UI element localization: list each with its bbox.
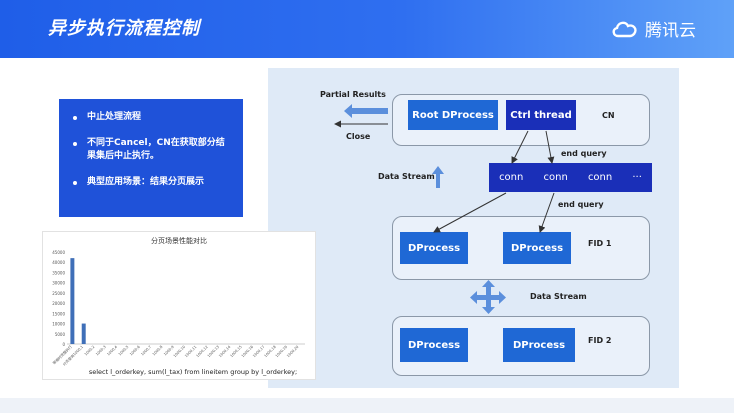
- cloud-icon: [612, 21, 637, 37]
- dprocess-node: DProcess: [400, 328, 468, 362]
- ctrl-to-conn-arrow: [511, 130, 529, 164]
- x-tick-label: 1000,4: [106, 344, 118, 356]
- y-tick-label: 10000: [52, 322, 65, 327]
- conn-bar: conn conn conn ···: [489, 163, 652, 192]
- y-tick-label: 20000: [52, 301, 65, 306]
- bullet-text: 不同于Cancel，CN在获取部分结果集后中止执行。: [87, 138, 225, 161]
- ctrl-thread-node: Ctrl thread: [506, 100, 576, 130]
- y-tick-label: 35000: [52, 270, 65, 275]
- x-tick-label: 1000,5: [118, 345, 130, 357]
- bullet-dot-icon: [73, 142, 77, 146]
- x-tick-label: 1000,3: [95, 345, 107, 357]
- conn-item: conn: [543, 172, 568, 183]
- dprocess-node: DProcess: [503, 328, 575, 362]
- conn-item: ···: [632, 172, 642, 183]
- bullet-item: 典型应用场景：结果分页展示: [73, 176, 233, 189]
- bullet-text: 典型应用场景：结果分页展示: [87, 177, 205, 187]
- y-tick-label: 25000: [52, 291, 65, 296]
- end-query-label: end query: [561, 149, 607, 158]
- y-tick-label: 30000: [52, 281, 65, 286]
- performance-chart: 分页场景性能对比 45000 40000 35000 30000 25000 20000 1…: [42, 231, 316, 380]
- ctrl-to-conn-arrow: [545, 130, 555, 164]
- chart-caption: select l_orderkey, sum(l_tax) from linei…: [89, 368, 297, 376]
- fid2-label: FID 2: [588, 336, 612, 345]
- fid1-label: FID 1: [588, 239, 612, 248]
- chart-bar: [70, 258, 75, 344]
- conn-item: conn: [587, 172, 613, 183]
- chart-bar: [81, 323, 86, 344]
- dprocess-node: DProcess: [400, 232, 468, 264]
- bullet-item: 中止处理流程: [73, 111, 233, 124]
- partial-results-arrow: [344, 104, 388, 118]
- bullet-text: 中止处理流程: [87, 112, 142, 122]
- end-query-label: end query: [558, 200, 604, 209]
- chart-svg: 分页场景性能对比 45000 40000 35000 30000 25000 20000 1…: [51, 236, 305, 376]
- conn-to-dprocess-arrow: [538, 192, 555, 233]
- header-bar: [0, 0, 734, 58]
- y-tick-label: 0: [62, 342, 65, 347]
- brand-logo: 腾讯云: [611, 16, 696, 41]
- cn-label: CN: [602, 111, 615, 120]
- data-stream-label: Data Stream: [530, 292, 587, 301]
- four-way-arrow-icon: [470, 280, 506, 314]
- bullet-panel: 中止处理流程 不同于Cancel，CN在获取部分结果集后中止执行。 典型应用场景…: [59, 99, 243, 217]
- partial-results-label: Partial Results: [320, 90, 386, 99]
- brand-name: 腾讯云: [645, 21, 696, 41]
- page-title: 异步执行流程控制: [48, 18, 200, 39]
- dprocess-node: DProcess: [503, 232, 571, 264]
- x-tick-label: 1000,2: [84, 345, 96, 357]
- bullet-dot-icon: [73, 116, 77, 120]
- root-dprocess-node: Root DProcess: [408, 100, 498, 130]
- y-axis: 45000 40000 35000 30000 25000 20000 15000 10000…: [52, 250, 305, 347]
- x-tick-label: 1000,8: [152, 344, 164, 356]
- y-tick-label: 45000: [52, 250, 65, 255]
- close-label: Close: [346, 132, 371, 141]
- x-tick-label: 1000,6: [129, 344, 141, 356]
- conn-to-dprocess-arrow: [433, 192, 507, 233]
- footer-band: [0, 398, 734, 413]
- y-tick-label: 15000: [52, 311, 65, 316]
- chart-title: 分页场景性能对比: [151, 236, 207, 245]
- y-tick-label: 40000: [52, 260, 65, 265]
- x-tick-label: 1000,20: [286, 344, 300, 358]
- conn-item: conn: [499, 172, 524, 183]
- data-stream-up-arrow: [432, 166, 444, 188]
- x-tick-label: 1000,7: [140, 345, 152, 357]
- x-tick-label: 带缩时完整执行: [51, 344, 73, 366]
- data-stream-label: Data Stream: [378, 172, 435, 181]
- bar-group: [70, 258, 86, 344]
- bullet-item: 不同于Cancel，CN在获取部分结果集后中止执行。: [73, 137, 233, 163]
- y-tick-label: 5000: [55, 332, 66, 337]
- bullet-dot-icon: [73, 181, 77, 185]
